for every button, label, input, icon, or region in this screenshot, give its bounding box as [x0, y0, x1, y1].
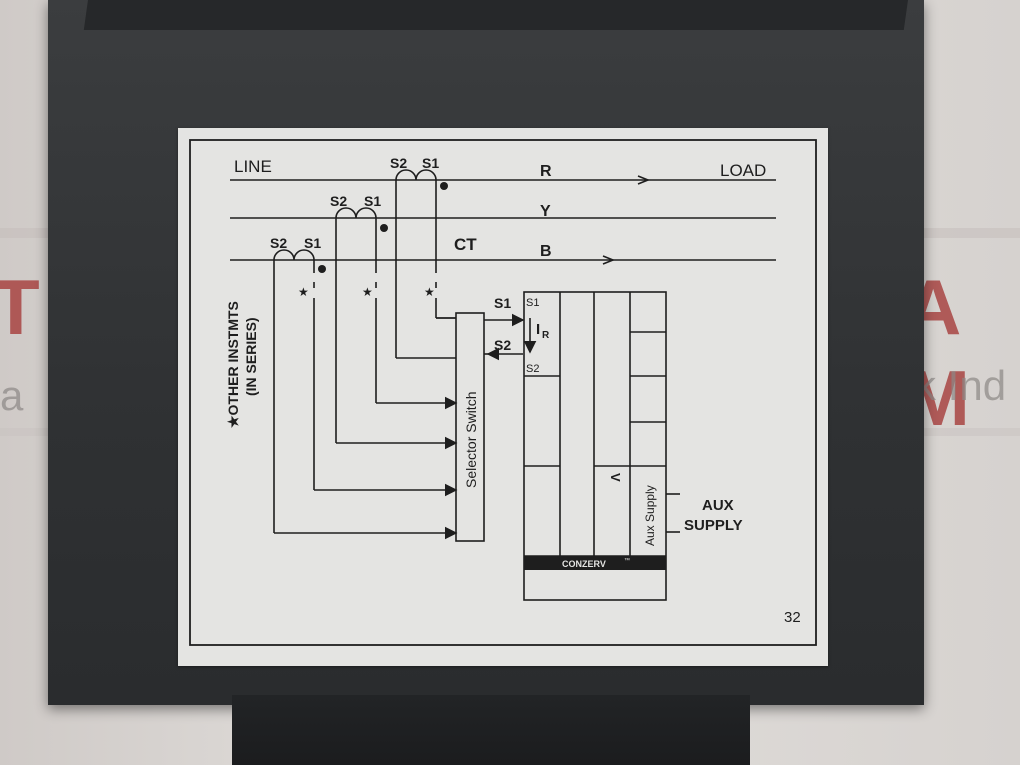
selector-switch-box: [455, 312, 485, 542]
meter-body: [523, 291, 667, 601]
ct-y-s2: S2: [330, 193, 347, 209]
arrow-r: [637, 175, 651, 185]
aux-label: AUX: [702, 497, 734, 514]
ct-b-s2: S2: [270, 235, 287, 251]
ct-coil-b: [273, 249, 315, 261]
meter-s1-label: S1: [526, 297, 539, 309]
line-label: LINE: [234, 157, 272, 176]
star-y: ★: [362, 285, 373, 299]
polarity-dot-y: [380, 224, 388, 232]
wiring-diagram: LINE LOAD R Y B CT S2 S1 S2 S1 S2 S1 ★ ★…: [189, 139, 817, 646]
housing-top-edge: [83, 0, 909, 30]
selector-switch-label: Selector Switch: [463, 392, 479, 488]
ct-b-s1: S1: [304, 235, 321, 251]
brand-bar: [524, 556, 666, 570]
polarity-dot-r: [440, 182, 448, 190]
in-series-label: (IN SERIES): [243, 317, 259, 396]
housing-terminal-block: [232, 695, 750, 765]
load-label: LOAD: [720, 161, 766, 180]
current-subscript: R: [542, 330, 550, 341]
background-sign-left: T: [0, 263, 40, 351]
star-r: ★: [424, 285, 435, 299]
background-subtext-left: a: [0, 372, 24, 419]
switch-s2-label: S2: [494, 337, 511, 353]
voltage-symbol: V: [608, 473, 623, 482]
label-border: [189, 139, 817, 646]
wiring-diagram-label: LINE LOAD R Y B CT S2 S1 S2 S1 S2 S1 ★ ★…: [178, 128, 828, 666]
ct-y-s1: S1: [364, 193, 381, 209]
current-symbol: I: [536, 321, 540, 338]
meter-s2-label: S2: [526, 363, 539, 375]
ct-r-s2: S2: [390, 155, 407, 171]
page-number: 32: [784, 609, 801, 626]
ct-coil-y: [335, 207, 377, 219]
phase-b-label: B: [540, 243, 552, 260]
star-b: ★: [298, 285, 309, 299]
aux-supply-vertical: Aux Supply: [643, 485, 657, 546]
brand-logo: CONZERV: [562, 559, 606, 569]
other-instruments-label: ★OTHER INSTMTS: [225, 301, 241, 428]
ct-label: CT: [454, 235, 477, 254]
background-subtext-right: k Ind: [915, 362, 1007, 409]
polarity-dot-b: [318, 265, 326, 273]
phase-y-label: Y: [540, 203, 551, 220]
ct-r-s1: S1: [422, 155, 439, 171]
phase-r-label: R: [540, 163, 552, 180]
arrow-b: [602, 255, 616, 265]
ct-coil-r: [395, 169, 437, 181]
switch-s1-label: S1: [494, 295, 511, 311]
brand-trademark: ™: [624, 557, 630, 564]
supply-label: SUPPLY: [684, 517, 743, 534]
